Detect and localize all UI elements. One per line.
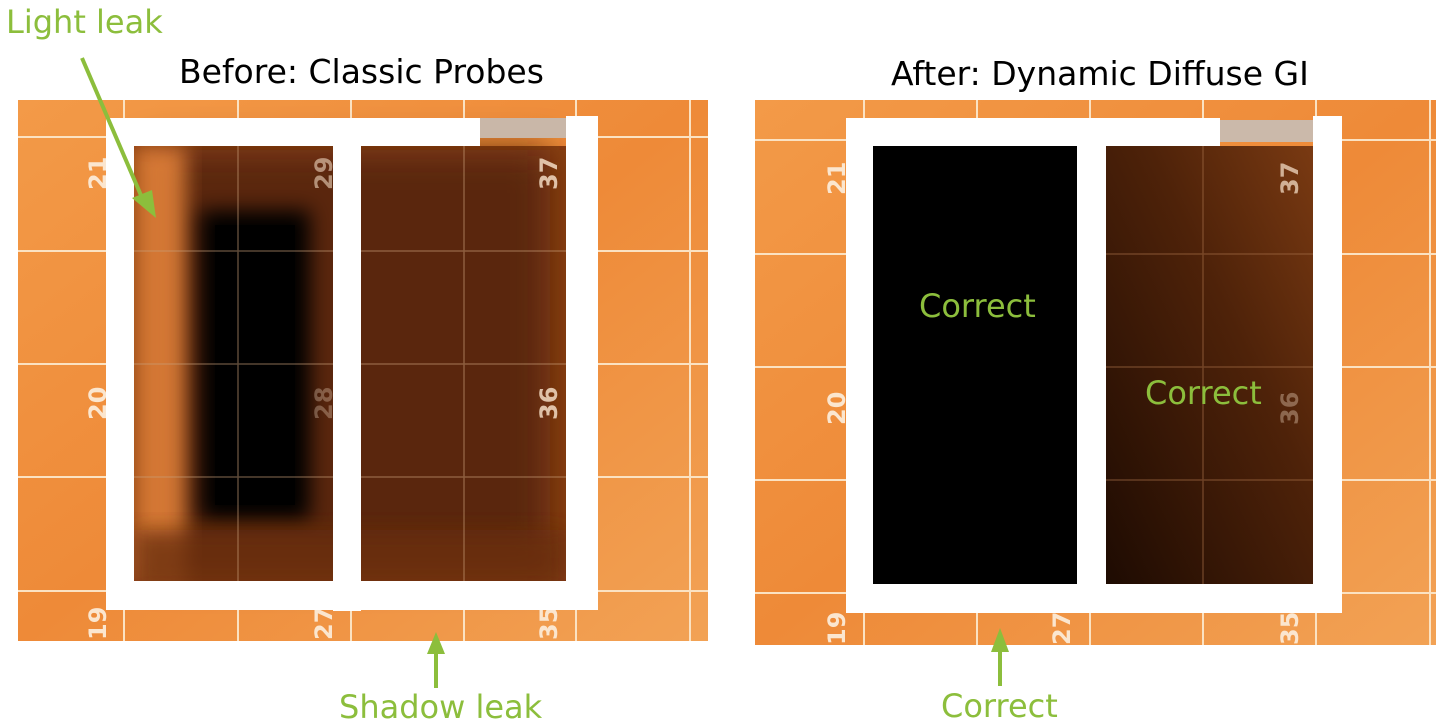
walls-before bbox=[106, 116, 598, 611]
correct-callout-right-room: Correct bbox=[1145, 374, 1262, 412]
arrow-head bbox=[427, 632, 445, 654]
grid-label: 27 bbox=[310, 607, 338, 640]
grid-label: 35 bbox=[535, 607, 563, 640]
light-leak-callout: Light leak bbox=[6, 3, 163, 41]
light-leak-arrow bbox=[80, 57, 145, 201]
correct-callout-bottom: Correct bbox=[941, 687, 1058, 725]
grid-label: 36 bbox=[535, 387, 563, 420]
walls-after bbox=[846, 116, 1342, 613]
before-title: Before: Classic Probes bbox=[179, 52, 544, 91]
light-leak-region bbox=[134, 146, 186, 581]
grid-label: 27 bbox=[1048, 612, 1076, 645]
grid-label: 36 bbox=[1276, 392, 1304, 425]
arrow-head bbox=[132, 190, 156, 218]
after-title: After: Dynamic Diffuse GI bbox=[891, 54, 1309, 93]
correct-callout-left-room: Correct bbox=[919, 287, 1036, 325]
shadow-leak-callout: Shadow leak bbox=[339, 688, 543, 726]
grid-numbers-before: 21 29 37 20 28 36 19 27 35 bbox=[84, 157, 563, 640]
after-panel: 21 37 20 36 19 27 35 bbox=[755, 100, 1436, 645]
grid-label: 37 bbox=[535, 157, 563, 190]
arrow-head bbox=[991, 628, 1009, 652]
room-left-after bbox=[873, 146, 1077, 584]
room-right-after bbox=[1106, 146, 1314, 584]
callout-arrows bbox=[80, 57, 1009, 688]
grid-label: 19 bbox=[84, 607, 112, 640]
before-panel: 21 29 37 20 28 36 19 27 35 bbox=[18, 100, 708, 641]
grid-label: 19 bbox=[823, 612, 851, 645]
grid-label: 35 bbox=[1276, 612, 1304, 645]
grid-label: 37 bbox=[1276, 162, 1304, 195]
